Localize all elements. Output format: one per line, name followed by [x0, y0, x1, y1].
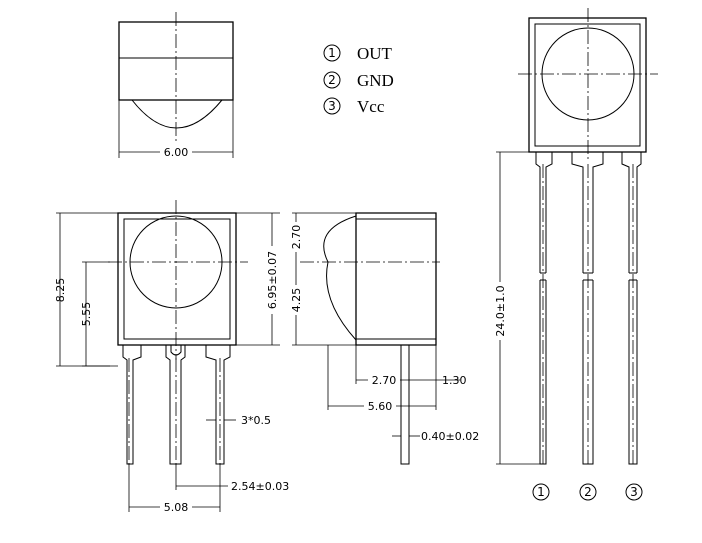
pin-number-2: 2 [584, 485, 592, 499]
front-view-long-leads: 24.0±1.0 1 2 3 [494, 8, 658, 501]
dim-lead-offset: 1.30 [442, 374, 467, 387]
legend-label-out: OUT [357, 44, 393, 63]
top-view: 6.00 [118, 12, 234, 159]
dim-lead-length: 24.0±1.0 [494, 285, 507, 336]
dim-body-depth: 2.70 [372, 374, 397, 387]
legend-label-gnd: GND [357, 71, 394, 90]
dim-total-depth: 5.60 [368, 400, 393, 413]
pin-number-1: 1 [537, 485, 545, 499]
pin-legend: 1 OUT 2 GND 3 Vcc [323, 44, 394, 116]
dim-lead-width: 3*0.5 [241, 414, 271, 427]
dim-center-height: 5.55 [80, 302, 93, 327]
legend-num-2: 2 [328, 73, 336, 87]
dim-body-height: 6.95±0.07 [266, 251, 279, 309]
legend-num-3: 3 [328, 99, 336, 113]
dim-top-width: 6.00 [164, 146, 189, 159]
side-view: 2.70 4.25 2.70 1.30 5.60 0.40±0.02 [290, 212, 479, 465]
dim-overall-height: 8.25 [54, 278, 67, 303]
dim-lead-span: 5.08 [164, 501, 189, 514]
pin-number-3: 3 [630, 485, 638, 499]
legend-label-vcc: Vcc [357, 97, 385, 116]
dim-lead-thickness: 0.40±0.02 [421, 430, 479, 443]
legend-num-1: 1 [328, 46, 336, 60]
dim-pitch: 2.54±0.03 [231, 480, 289, 493]
dim-dome-top: 2.70 [290, 225, 303, 250]
front-view: 8.25 5.55 6.95±0.07 3*0.5 2.54±0.03 5.08 [54, 200, 289, 514]
dim-dome-bottom: 4.25 [290, 288, 303, 313]
